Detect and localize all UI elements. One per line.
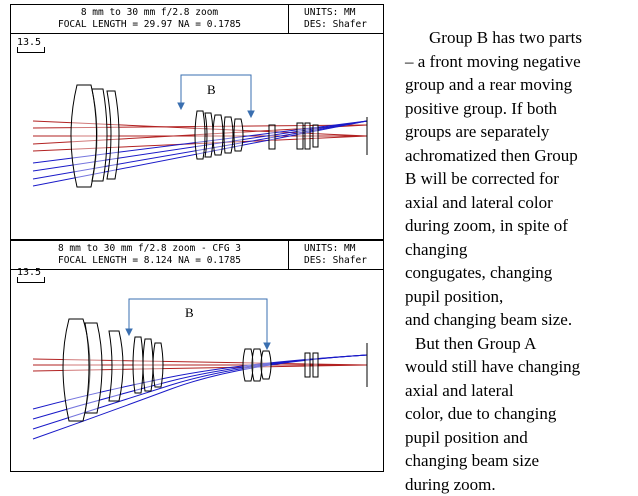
paragraph-group-a: But then Group A would still have changi…	[405, 332, 635, 496]
lens-diagram-panel-long-focal: 8 mm to 30 mm f/2.8 zoom FOCAL LENGTH = …	[10, 4, 384, 240]
lens-layout-drawing	[11, 5, 383, 239]
group-b-bracket	[178, 75, 254, 117]
description-text: Group B has two parts – a front moving n…	[405, 26, 635, 496]
paragraph-group-b: Group B has two parts – a front moving n…	[405, 26, 635, 332]
lens-layout-drawing	[11, 241, 383, 471]
lens-diagram-panel-short-focal: 8 mm to 30 mm f/2.8 zoom - CFG 3 FOCAL L…	[10, 240, 384, 472]
